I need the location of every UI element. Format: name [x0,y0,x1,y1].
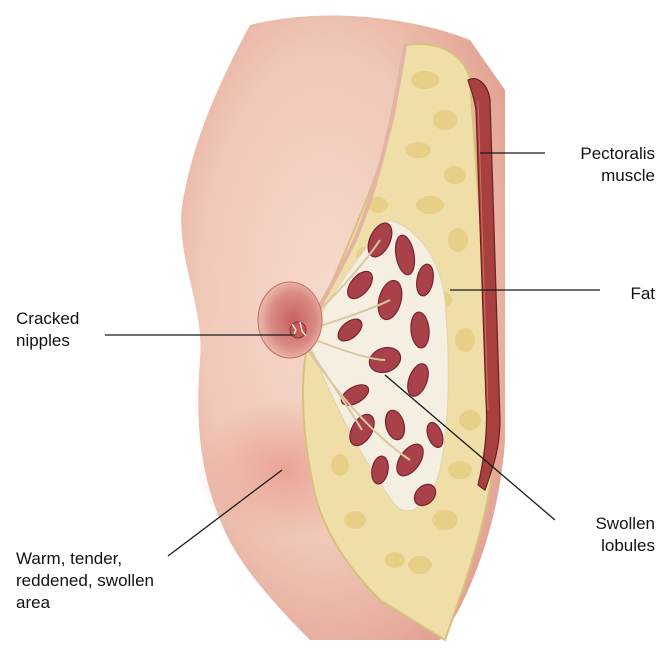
label-warm-tender-area: Warm, tender, reddened, swollen area [16,548,154,614]
label-cracked-nipples: Cracked nipples [16,308,79,352]
label-line: area [16,592,154,614]
label-swollen-lobules: Swollen lobules [595,513,655,557]
areola [258,282,322,358]
label-line: reddened, swollen [16,570,154,592]
label-line: Fat [630,283,655,305]
label-fat: Fat [630,283,655,305]
label-line: nipples [16,330,79,352]
label-line: Warm, tender, [16,548,154,570]
label-line: Swollen [595,513,655,535]
label-line: lobules [595,535,655,557]
label-line: Pectoralis [580,143,655,165]
label-pectoralis-muscle: Pectoralis muscle [580,143,655,187]
label-line: muscle [580,165,655,187]
label-line: Cracked [16,308,79,330]
